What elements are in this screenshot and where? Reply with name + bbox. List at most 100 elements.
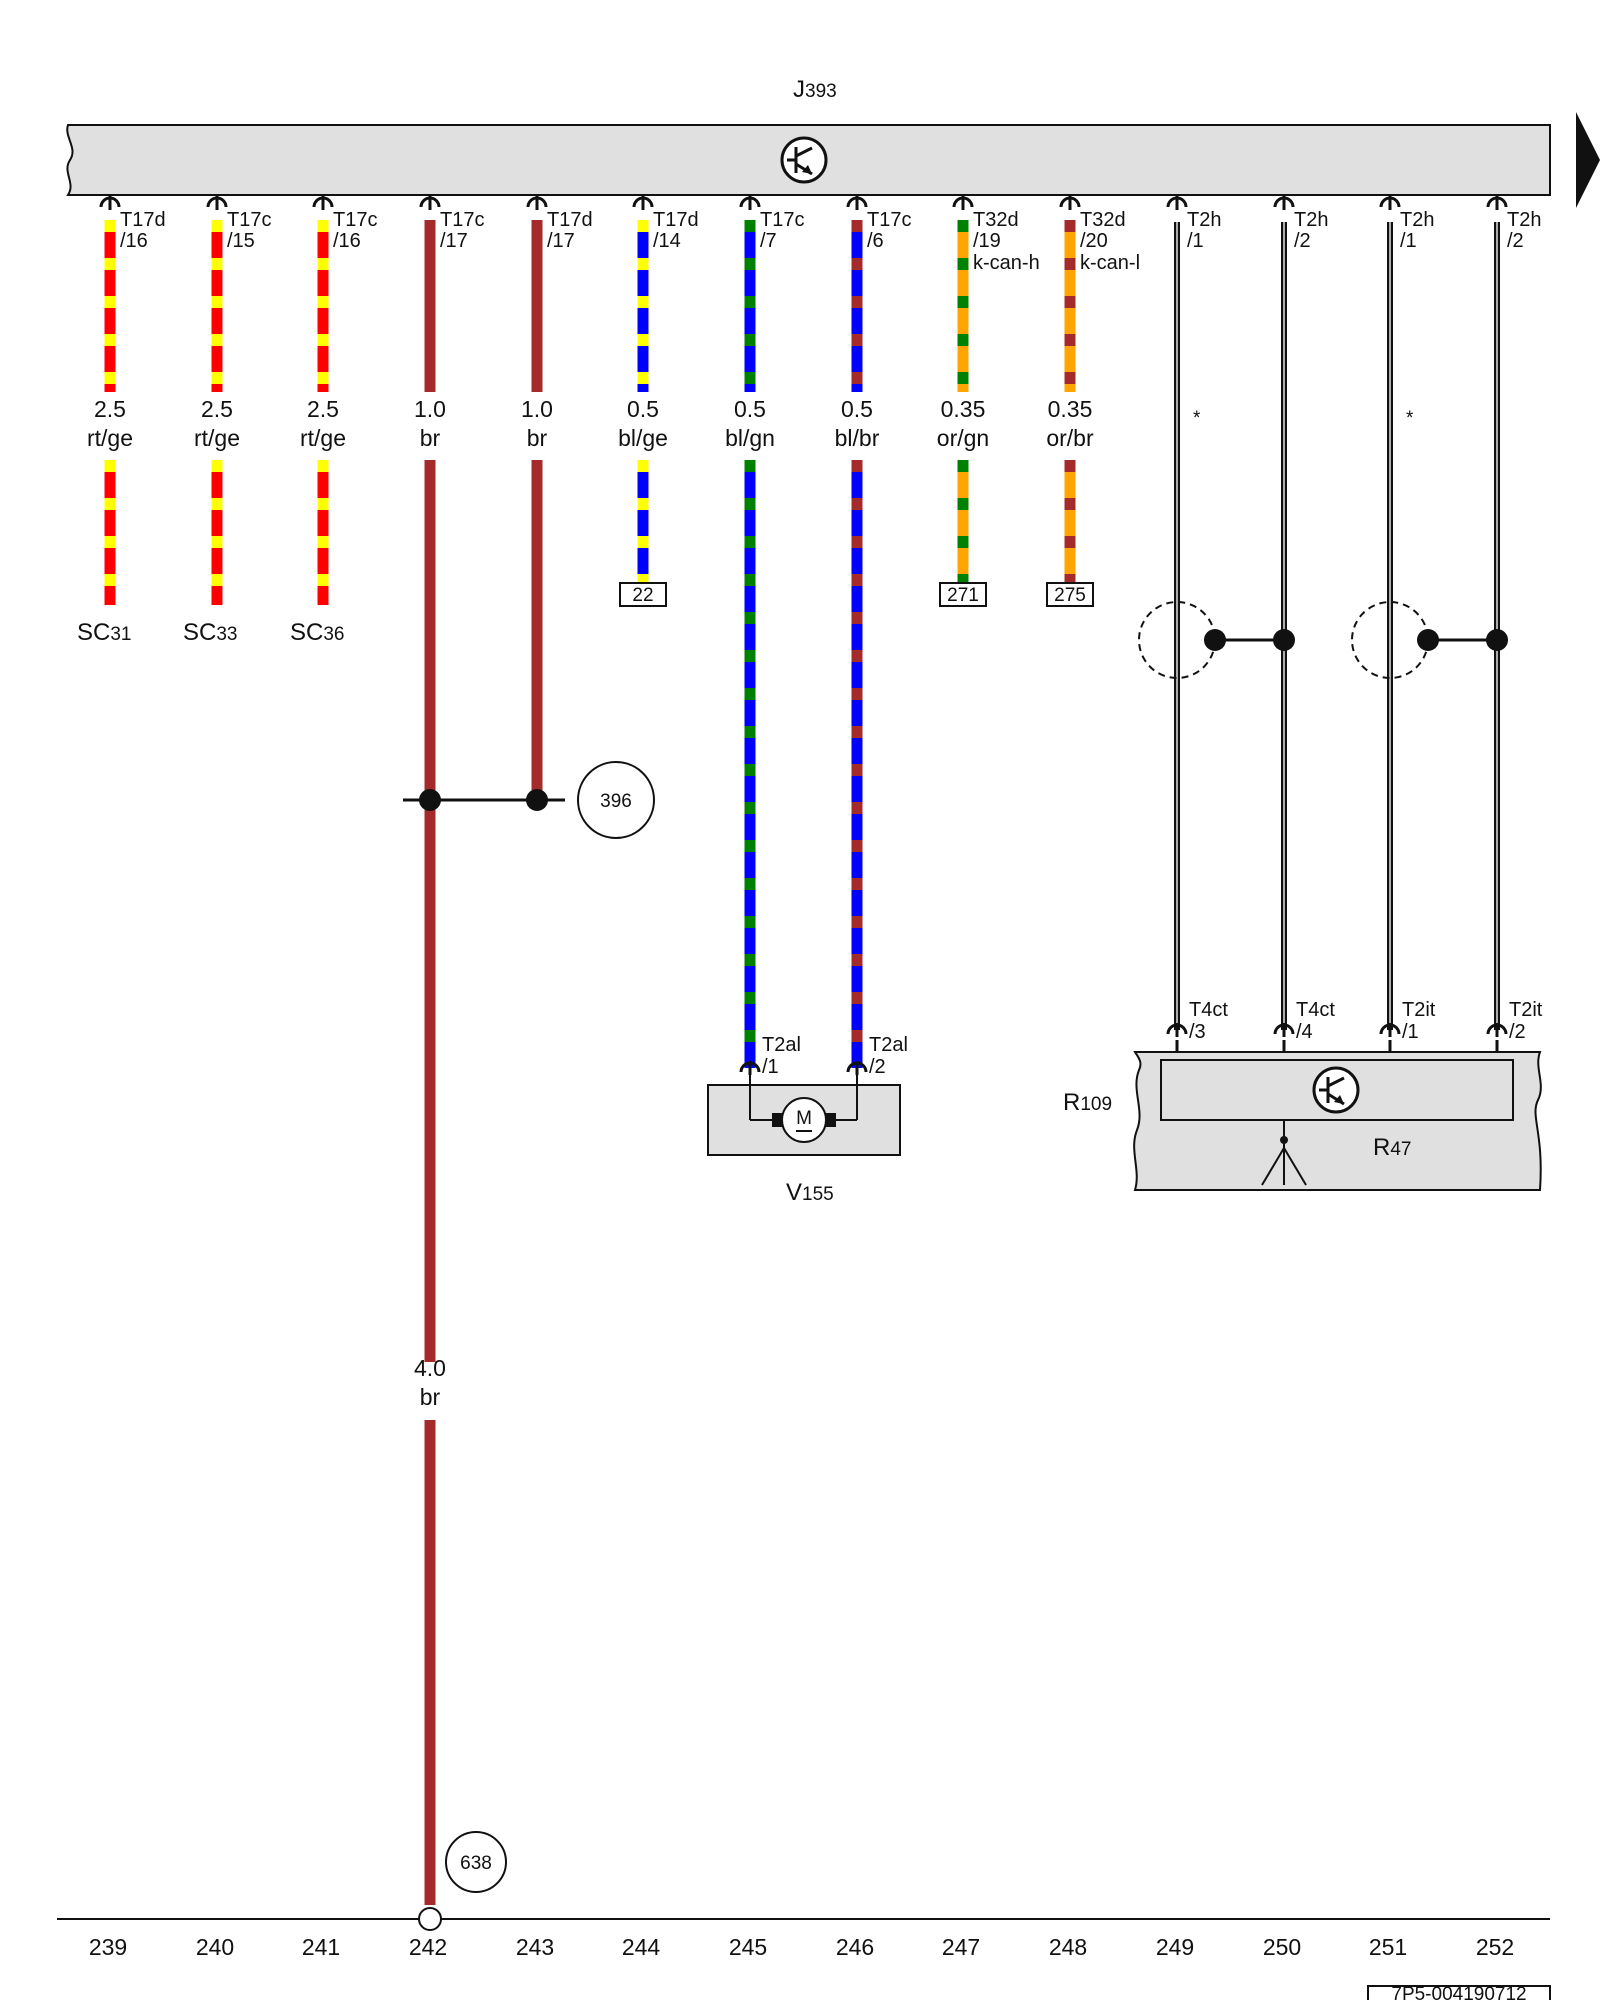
wire-color-1: rt/ge <box>194 425 240 451</box>
connector-id-7: T17c <box>867 209 911 231</box>
shield-node-b-1 <box>1486 629 1508 651</box>
wire-color-7: bl/br <box>835 425 880 451</box>
column-number-252: 252 <box>1476 1934 1514 1960</box>
wire-size-4: 1.0 <box>521 396 553 422</box>
connector-id-5: T17d <box>653 209 699 231</box>
connector-pin-2: /16 <box>333 230 361 252</box>
motor-symbol: M <box>796 1108 812 1129</box>
ground-point-638: 638 <box>460 1853 492 1874</box>
radio-connector-id-0: T4ct <box>1189 999 1228 1021</box>
connector-id-0: T17d <box>120 209 166 231</box>
wire-color-4: br <box>527 425 548 451</box>
ground-terminal <box>418 1907 442 1931</box>
column-number-242: 242 <box>409 1934 447 1960</box>
wire-color-2: rt/ge <box>300 425 346 451</box>
motor-connector-pin-0: /1 <box>762 1056 779 1078</box>
ref-box-22: 22 <box>632 585 653 606</box>
wire-color-0: rt/ge <box>87 425 133 451</box>
radio-connector-pin-3: /2 <box>1509 1021 1526 1043</box>
connector-pin-8: /19 <box>973 230 1001 252</box>
reference-boxes: 22 271 275 <box>619 582 1094 607</box>
column-number-246: 246 <box>836 1934 874 1960</box>
radio-transistor-icon <box>1312 1066 1360 1114</box>
column-number-240: 240 <box>196 1934 234 1960</box>
ground-point-638-group: 638 <box>445 1831 507 1893</box>
radio-connector-pin-1: /4 <box>1296 1021 1313 1043</box>
connector-pin-0: /16 <box>120 230 148 252</box>
connector-id-1: T17c <box>227 209 271 231</box>
column-number-248: 248 <box>1049 1934 1087 1960</box>
connector-pin-4: /17 <box>547 230 575 252</box>
asterisk-note-0: * <box>1193 408 1201 429</box>
column-number-239: 239 <box>89 1934 127 1960</box>
connector-pin-5: /14 <box>653 230 681 252</box>
wire-size-6: 0.5 <box>734 396 766 422</box>
column-number-251: 251 <box>1369 1934 1407 1960</box>
connector-id-3: T17c <box>440 209 484 231</box>
control-unit-j393: J393 <box>66 76 1600 208</box>
connector-id-13: T2h <box>1507 209 1541 231</box>
column-number-243: 243 <box>516 1934 554 1960</box>
radio-connector-id-2: T2it <box>1402 999 1436 1021</box>
connector-id-4: T17d <box>547 209 593 231</box>
wire-color-8: or/gn <box>937 425 989 451</box>
wire-color-3: br <box>420 425 441 451</box>
shield-node-b-0 <box>1273 629 1295 651</box>
wires-layer: T17d/16T17c/15T17c/16T17c/17T17d/17T17d/… <box>87 196 1543 1905</box>
connector-pin-10: /1 <box>1187 230 1204 252</box>
connector-id-10: T2h <box>1187 209 1221 231</box>
ref-box-275: 275 <box>1054 585 1086 606</box>
radio-connector-pin-0: /3 <box>1189 1021 1206 1043</box>
column-number-241: 241 <box>302 1934 340 1960</box>
ground-point-396: 396 <box>600 791 632 812</box>
main-ground-wire-label: 4.0 br <box>414 1355 446 1410</box>
radio-connector-id-3: T2it <box>1509 999 1543 1021</box>
motor-connector-id-0: T2al <box>762 1034 801 1056</box>
wire-size-2: 2.5 <box>307 396 339 422</box>
shield-node-a-0 <box>1204 629 1226 651</box>
document-code-text: 7P5-004190712 <box>1391 1984 1526 2000</box>
ground-junction-396: 396 <box>403 761 655 839</box>
main-wire-size: 4.0 <box>414 1355 446 1381</box>
connector-pin-6: /7 <box>760 230 777 252</box>
radio-connector-pin-2: /1 <box>1402 1021 1419 1043</box>
connector-id-9: T32d <box>1080 209 1126 231</box>
connector-signal-9: k-can-l <box>1080 252 1140 274</box>
wire-color-9: or/br <box>1046 425 1094 451</box>
motor-v155: M V155 <box>707 1068 901 1206</box>
motor-label: V155 <box>786 1179 834 1206</box>
control-unit-label: J393 <box>793 76 837 103</box>
connector-id-11: T2h <box>1294 209 1328 231</box>
wire-size-7: 0.5 <box>841 396 873 422</box>
motor-connector-id-1: T2al <box>869 1034 908 1056</box>
radio-unit-r109: R47 R109 <box>1063 1051 1542 1191</box>
splice-connector-labels: SC31 SC33 SC36 <box>77 619 344 646</box>
connector-pin-7: /6 <box>867 230 884 252</box>
wire-size-5: 0.5 <box>627 396 659 422</box>
radio-connector-id-1: T4ct <box>1296 999 1335 1021</box>
connector-pin-11: /2 <box>1294 230 1311 252</box>
wire-size-0: 2.5 <box>94 396 126 422</box>
document-code: 7P5-004190712 <box>1367 1984 1551 2000</box>
shield-node-a-1 <box>1417 629 1439 651</box>
wire-size-3: 1.0 <box>414 396 446 422</box>
ref-box-271: 271 <box>947 585 979 606</box>
wire-size-9: 0.35 <box>1048 396 1093 422</box>
connector-pin-9: /20 <box>1080 230 1108 252</box>
splice-connector-sc36: SC36 <box>290 619 344 646</box>
radio-inner-label: R47 <box>1373 1134 1411 1161</box>
splice-connector-sc33: SC33 <box>183 619 237 646</box>
asterisk-note-1: * <box>1406 408 1414 429</box>
connector-id-12: T2h <box>1400 209 1434 231</box>
column-number-249: 249 <box>1156 1934 1194 1960</box>
column-number-244: 244 <box>622 1934 661 1960</box>
connector-id-8: T32d <box>973 209 1019 231</box>
connector-pin-12: /1 <box>1400 230 1417 252</box>
connector-id-2: T17c <box>333 209 377 231</box>
column-number-245: 245 <box>729 1934 767 1960</box>
main-wire-color: br <box>420 1384 441 1410</box>
motor-icon <box>781 1097 827 1143</box>
wire-color-6: bl/gn <box>725 425 775 451</box>
